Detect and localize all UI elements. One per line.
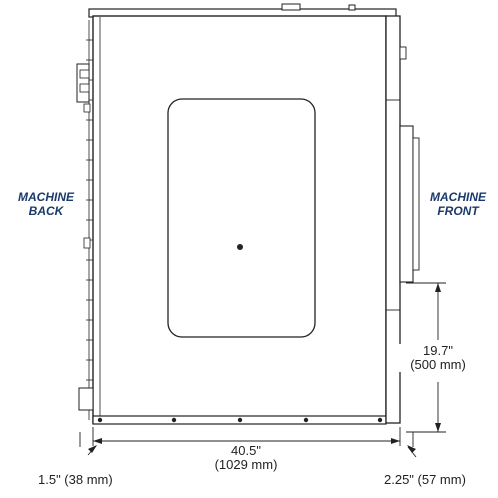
height-inches: 19.7" — [423, 343, 453, 358]
machine-front-line-1: MACHINE — [430, 190, 486, 204]
back-offset-label: 1.5" (38 mm) — [38, 472, 113, 487]
width-dimension-label: 40.5" (1029 mm) — [196, 444, 296, 472]
width-dimension — [92, 427, 401, 446]
machine-back-line-1: MACHINE — [18, 190, 74, 204]
back-connector-port — [79, 69, 90, 79]
front-display-housing — [399, 125, 414, 283]
access-panel — [167, 98, 316, 338]
front-display-lip — [412, 137, 420, 271]
back-connector-port — [79, 83, 90, 93]
machine-front-line-2: FRONT — [437, 204, 479, 218]
height-dimension-label: 19.7" (500 mm) — [398, 344, 478, 372]
width-mm: (1029 mm) — [214, 457, 278, 472]
machine-back-label: MACHINE BACK — [8, 190, 84, 218]
back-port-small — [83, 237, 91, 249]
top-fitting — [281, 3, 301, 11]
front-offset-label: 2.25" (57 mm) — [384, 472, 466, 487]
height-dimension — [406, 282, 446, 433]
front-tab — [399, 46, 407, 60]
machine-back-line-2: BACK — [28, 204, 64, 218]
panel-latch — [237, 244, 243, 250]
machine-front-label: MACHINE FRONT — [420, 190, 496, 218]
back-port-small — [83, 103, 91, 113]
back-lower-fitting — [78, 387, 94, 411]
rail-bolts — [97, 417, 383, 423]
top-fitting-small — [348, 4, 356, 11]
front-offset-dimension — [407, 432, 417, 458]
back-offset-dimension — [79, 432, 97, 456]
height-mm: (500 mm) — [410, 357, 466, 372]
width-inches: 40.5" — [231, 443, 261, 458]
